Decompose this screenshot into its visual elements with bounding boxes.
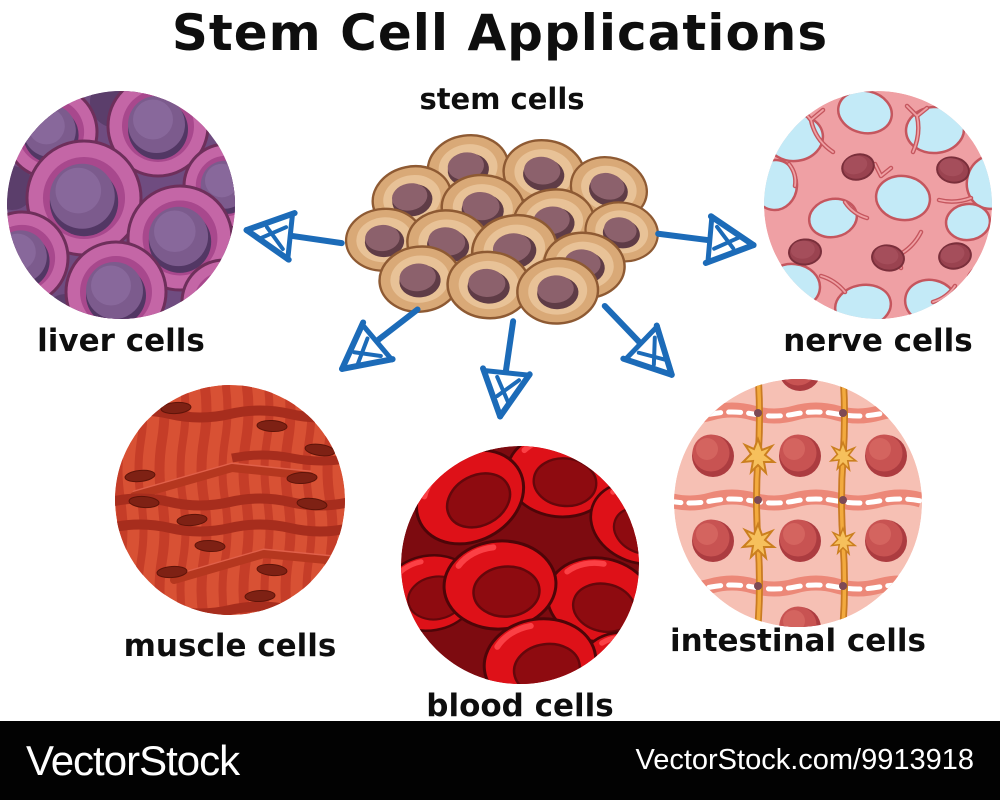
nerve-cells-node: nerve cells: [763, 90, 993, 359]
nerve-cells-label: nerve cells: [783, 323, 973, 359]
watermark-bar: VectorStock VectorStock.com/9913918: [0, 721, 1000, 800]
liver-cells-node: liver cells: [6, 90, 236, 359]
arrow-to-muscle-icon: [315, 279, 444, 403]
stem-cells-label: stem cells: [419, 82, 585, 116]
intestinal-cells-node: intestinal cells: [670, 378, 926, 659]
arrow-to-blood-icon: [467, 312, 548, 429]
stem-cells-illustration: [344, 133, 659, 325]
liver-cells-label: liver cells: [37, 323, 205, 359]
muscle-cells-node: muscle cells: [114, 384, 346, 664]
watermark-url: VectorStock.com/9913918: [635, 744, 974, 776]
blood-cells-illustration: [401, 446, 639, 684]
arrow-to-nerve-icon: [649, 198, 765, 277]
brand-logo: VectorStock: [26, 736, 240, 784]
page-title: Stem Cell Applications: [171, 4, 829, 62]
intestinal-cells-label: intestinal cells: [670, 623, 926, 659]
arrow-to-liver-icon: [235, 197, 352, 278]
blood-cells-node: blood cells: [400, 445, 640, 724]
blood-cells-label: blood cells: [426, 688, 614, 724]
intestinal-cells-illustration: [674, 379, 922, 627]
liver-cells-illustration: [7, 91, 235, 319]
muscle-cells-label: muscle cells: [123, 628, 337, 664]
muscle-cells-illustration: [115, 385, 345, 615]
arrow-to-intestinal-icon: [576, 277, 704, 404]
nerve-cells-illustration: [764, 91, 992, 319]
